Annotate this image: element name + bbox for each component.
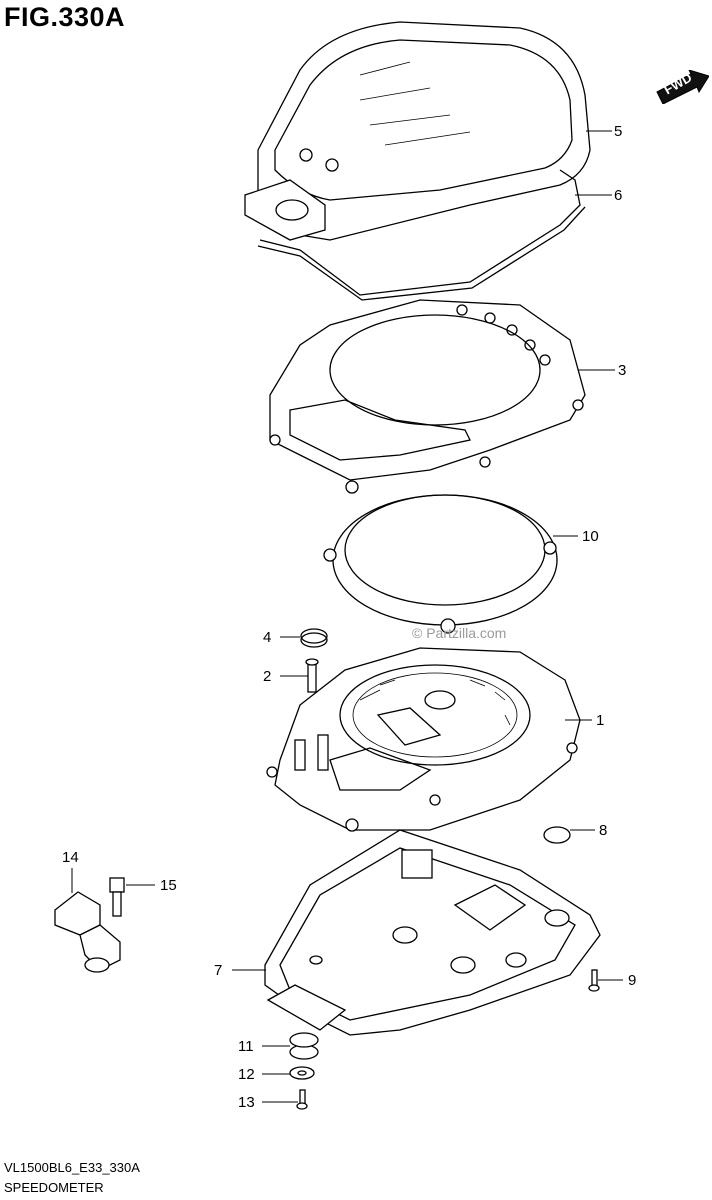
callout-3: 3: [618, 362, 626, 379]
watermark: © Partzilla.com: [412, 625, 507, 641]
callout-7: 7: [214, 962, 222, 979]
callout-8: 8: [599, 822, 607, 839]
part-11-damper: [289, 1032, 319, 1060]
part-13-screw: [296, 1089, 308, 1110]
part-12-washer: [289, 1066, 315, 1080]
callout-4: 4: [263, 629, 271, 646]
callout-9: 9: [628, 972, 636, 989]
figure-code: VL1500BL6_E33_330A: [4, 1160, 140, 1175]
part-14-speed-sensor: [54, 891, 121, 973]
part-15-bolt: [109, 877, 125, 917]
callout-14: 14: [62, 849, 79, 866]
callout-2: 2: [263, 668, 271, 685]
callout-5: 5: [614, 123, 622, 140]
callout-12: 12: [238, 1066, 255, 1083]
fwd-arrow-icon: FWD: [655, 69, 710, 105]
figure-title: FIG.330A: [4, 2, 126, 32]
part-5-upper-cover: [244, 21, 591, 241]
part-10-ring: [323, 494, 558, 634]
callout-11: 11: [238, 1038, 254, 1055]
callout-labels: 5 6 3 10 4 2 1 8 7 9 11 12 13 14 15: [62, 123, 636, 1111]
figure-caption: SPEEDOMETER: [4, 1180, 104, 1195]
leader-lines: [71, 130, 623, 1103]
part-6-gasket: [257, 169, 586, 301]
callout-10: 10: [582, 528, 599, 545]
part-9-screw: [588, 969, 600, 992]
callout-6: 6: [614, 187, 622, 204]
callout-1: 1: [596, 712, 604, 729]
part-8-cap: [543, 826, 571, 844]
part-1-meter-assembly: [266, 647, 581, 832]
part-3-case: [269, 299, 586, 494]
callout-13: 13: [238, 1094, 255, 1111]
callout-15: 15: [160, 877, 177, 894]
part-2-screw: [305, 658, 319, 693]
part-4-grommet: [300, 628, 328, 648]
part-7-lower-case: [264, 829, 601, 1036]
